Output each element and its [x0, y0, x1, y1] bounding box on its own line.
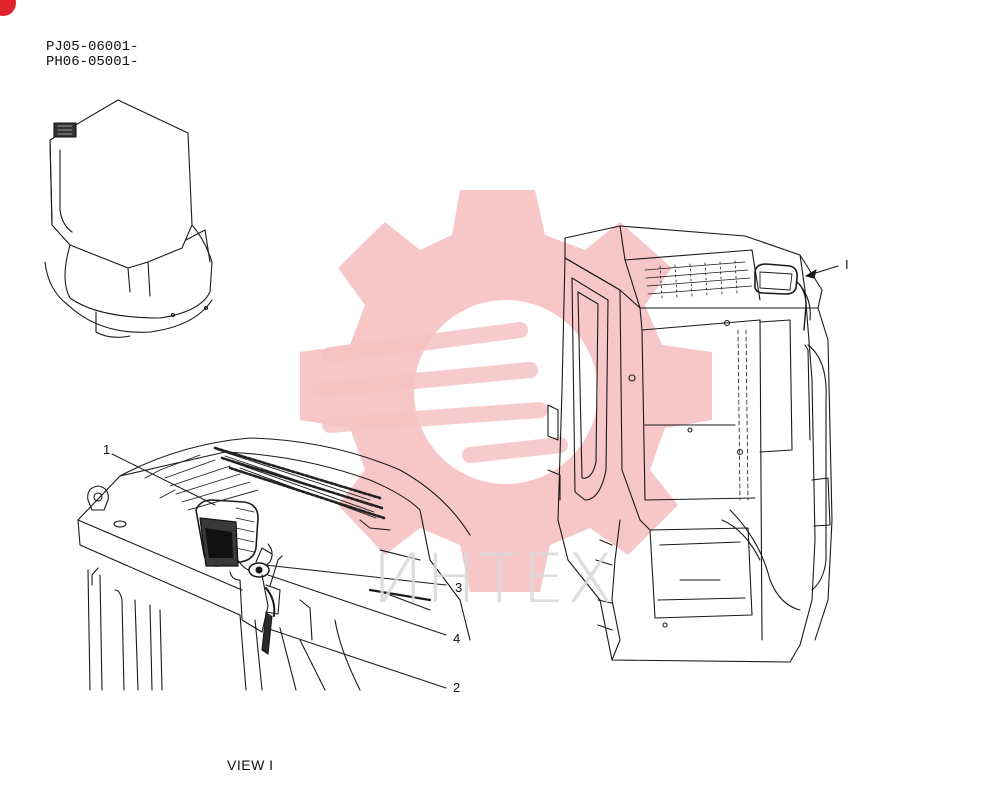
- detail-view-i: [77, 437, 471, 691]
- work-lamp-small: [754, 263, 811, 331]
- corner-badge: [0, 0, 16, 16]
- serial-range-2: PH06-05001-: [46, 54, 139, 70]
- watermark-stripes: [312, 322, 568, 463]
- cab-assembly: [547, 225, 839, 663]
- callout-1: 1: [103, 442, 111, 457]
- lamp-bracket: [239, 555, 283, 655]
- callout-3: 3: [455, 580, 463, 595]
- view-title: VIEW I: [227, 757, 274, 773]
- serial-range-1: PJ05-06001-: [46, 39, 139, 55]
- callout-4: 4: [453, 631, 461, 646]
- roof-grille: [144, 446, 386, 520]
- view-marker-i: I: [845, 257, 849, 272]
- watermark-text: ИНТЕХ: [372, 540, 616, 619]
- callout-2: 2: [453, 680, 461, 695]
- roof-vents: [644, 260, 753, 299]
- work-lamp-detail: [195, 499, 273, 581]
- cab-overview-small: [44, 99, 213, 338]
- gear-logo-icon: [300, 190, 712, 592]
